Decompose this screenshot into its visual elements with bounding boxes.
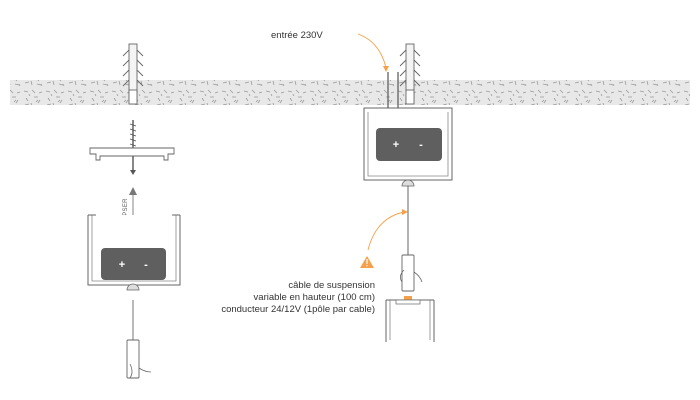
minus-label: - [144,259,148,271]
led-profile-right [385,296,435,342]
wall-plug-icon [399,43,421,105]
cable-connector-left [126,283,152,379]
suspension-label-line1: câble de suspension [288,280,375,291]
suspension-label-line3: conducteur 24/12V (1pôle par cable) [221,304,375,315]
mains-arrow [357,33,389,72]
plus-label: + [393,139,399,151]
screw-icon [129,120,137,175]
ceiling [10,80,690,105]
mains-label: entrée 230V [271,30,323,41]
warning-icon [360,256,374,268]
plus-label: + [119,259,125,271]
mounting-clip [89,147,175,161]
wall-plug-icon [122,43,144,105]
arrow-up-icon [129,187,137,215]
driver-box-right: + - [376,128,442,161]
suspension-label-line2: variable en hauteur (100 cm) [254,292,375,303]
suspension-cable [400,179,423,292]
warning-leader [367,211,405,251]
driver-box-left: + - [101,248,166,280]
minus-label: - [419,139,423,151]
clip-label: CLIPSER [123,198,129,226]
